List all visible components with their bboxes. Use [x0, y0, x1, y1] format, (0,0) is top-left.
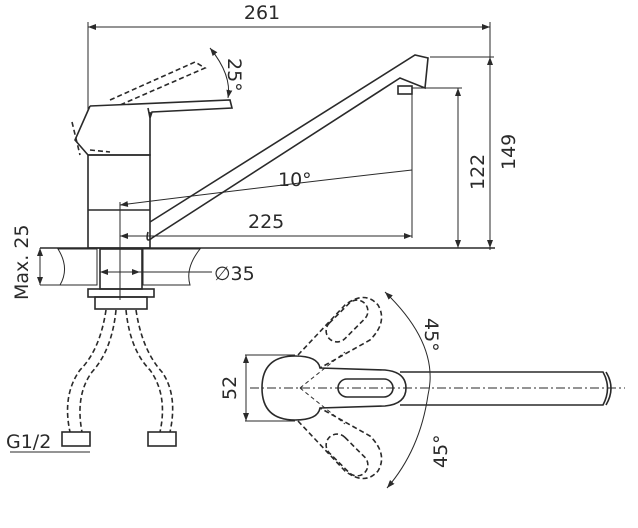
hose-right	[125, 309, 174, 433]
spout-top	[400, 371, 609, 406]
counter-section-right	[142, 248, 202, 286]
hose-left	[66, 309, 117, 433]
label-overall-length: 261	[244, 2, 280, 24]
label-rotation-right: 45°	[430, 434, 452, 468]
side-view	[10, 22, 495, 453]
spout	[146, 54, 429, 241]
label-handle-width: 52	[219, 376, 241, 400]
handle	[74, 99, 234, 156]
faucet-body	[87, 154, 151, 249]
aerator	[397, 85, 413, 95]
top-view	[243, 291, 625, 489]
label-spout-reach: 225	[248, 211, 284, 233]
label-handle-tilt: 25°	[223, 58, 245, 92]
handle-rotated-down	[297, 407, 383, 480]
label-overall-height: 149	[498, 134, 520, 170]
counter-section-left	[57, 248, 98, 286]
handle-top	[261, 355, 407, 421]
rotation-arc	[384, 291, 431, 489]
mounting-nut	[87, 288, 155, 298]
handle-rotated-up	[297, 296, 383, 369]
fitting-right	[147, 431, 177, 447]
label-spout-angle: 10°	[278, 169, 312, 191]
label-rotation-left: 45°	[420, 318, 442, 352]
label-mount-hole: ∅35	[214, 263, 255, 285]
label-thread: G1/2	[6, 431, 51, 453]
fitting-left	[61, 431, 91, 447]
label-outlet-height: 122	[467, 154, 489, 190]
label-max-thickness: Max. 25	[11, 224, 33, 300]
